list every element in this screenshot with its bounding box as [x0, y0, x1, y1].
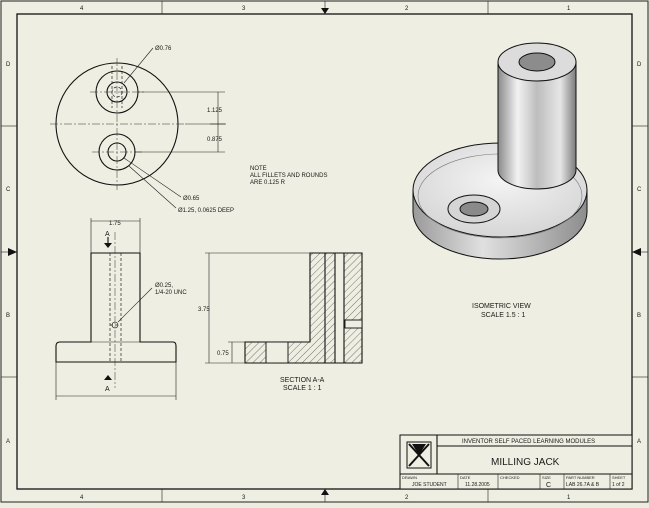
tb-org: INVENTOR SELF PACED LEARNING MODULES: [462, 439, 595, 445]
zone-right-c: C: [637, 187, 642, 193]
note-line-1: ALL FILLETS AND ROUNDS: [250, 173, 327, 179]
tb-drawn-label: DRAWN: [402, 475, 417, 480]
tb-drawn-value: JOE STUDENT: [412, 482, 447, 488]
dim-0875: 0.875: [207, 137, 223, 143]
tb-sheet-value: 1 of 2: [612, 482, 625, 488]
zone-bottom-3: 3: [242, 495, 246, 501]
zone-left-d: D: [6, 62, 11, 68]
dim-front-width: 1.75: [109, 221, 121, 227]
tb-checked-label: CHECKED: [500, 475, 520, 480]
tb-size-value: C: [546, 482, 551, 489]
zone-bottom-4: 4: [80, 495, 84, 501]
section-hatch-right: [344, 253, 362, 363]
note-title: NOTE: [250, 166, 267, 172]
zone-top-2: 2: [405, 6, 409, 12]
callout-counterbore: Ø1.25, 0.0625 DEEP: [178, 208, 234, 214]
top-view: [50, 47, 226, 209]
front-view: [55, 218, 177, 400]
tb-date-value: 11.28.2005: [465, 482, 490, 488]
iso-boss-hole: [518, 52, 556, 72]
section-mark-bottom: A: [105, 386, 110, 393]
zone-top-3: 3: [242, 6, 246, 12]
tb-part-value: LAB 26.7A & B: [566, 482, 600, 488]
zone-top-1: 1: [567, 6, 571, 12]
callout-hole-dia: Ø0.65: [183, 196, 200, 202]
counterbore-section: [265, 341, 289, 364]
tb-date-label: DATE: [460, 475, 471, 480]
section-view: [205, 252, 363, 364]
tapped-hole-section: [344, 319, 363, 329]
zone-right-d: D: [637, 62, 642, 68]
zone-left-a: A: [6, 439, 10, 445]
tb-size-label: SIZE: [542, 475, 551, 480]
zone-right-b: B: [637, 313, 641, 319]
dim-section-base: 0.75: [217, 351, 229, 357]
iso-scale: SCALE 1.5 : 1: [481, 312, 525, 319]
title-block: [399, 434, 633, 490]
dim-1125: 1.125: [207, 108, 223, 114]
section-title: SECTION A-A: [280, 377, 325, 384]
callout-thread-spec: 1/4-20 UNC: [155, 290, 187, 296]
section-hatch-left: [245, 253, 335, 363]
zone-bottom-1: 1: [567, 495, 571, 501]
zone-right-a: A: [637, 439, 641, 445]
isometric-view: [412, 42, 588, 260]
centering-marks: [8, 8, 641, 495]
zone-top-4: 4: [80, 6, 84, 12]
inner-border: [16, 13, 633, 490]
section-mark-top: A: [105, 231, 110, 238]
note-line-2: ARE 0.125 R: [250, 180, 286, 186]
iso-boss-body: [497, 61, 577, 190]
iso-title: ISOMETRIC VIEW: [472, 303, 531, 310]
section-scale: SCALE 1 : 1: [283, 385, 322, 392]
tb-sheet-label: SHEET: [612, 475, 626, 480]
dim-section-height: 3.75: [198, 307, 210, 313]
callout-thread-dia: Ø0.25,: [155, 283, 173, 289]
tb-part-label: PART NUMBER: [566, 475, 595, 480]
tb-title: MILLING JACK: [491, 457, 560, 468]
iso-hole: [459, 201, 489, 217]
callout-boss-dia: Ø0.76: [155, 46, 172, 52]
zone-left-c: C: [6, 187, 11, 193]
zone-bottom-2: 2: [405, 495, 409, 501]
zone-left-b: B: [6, 313, 10, 319]
